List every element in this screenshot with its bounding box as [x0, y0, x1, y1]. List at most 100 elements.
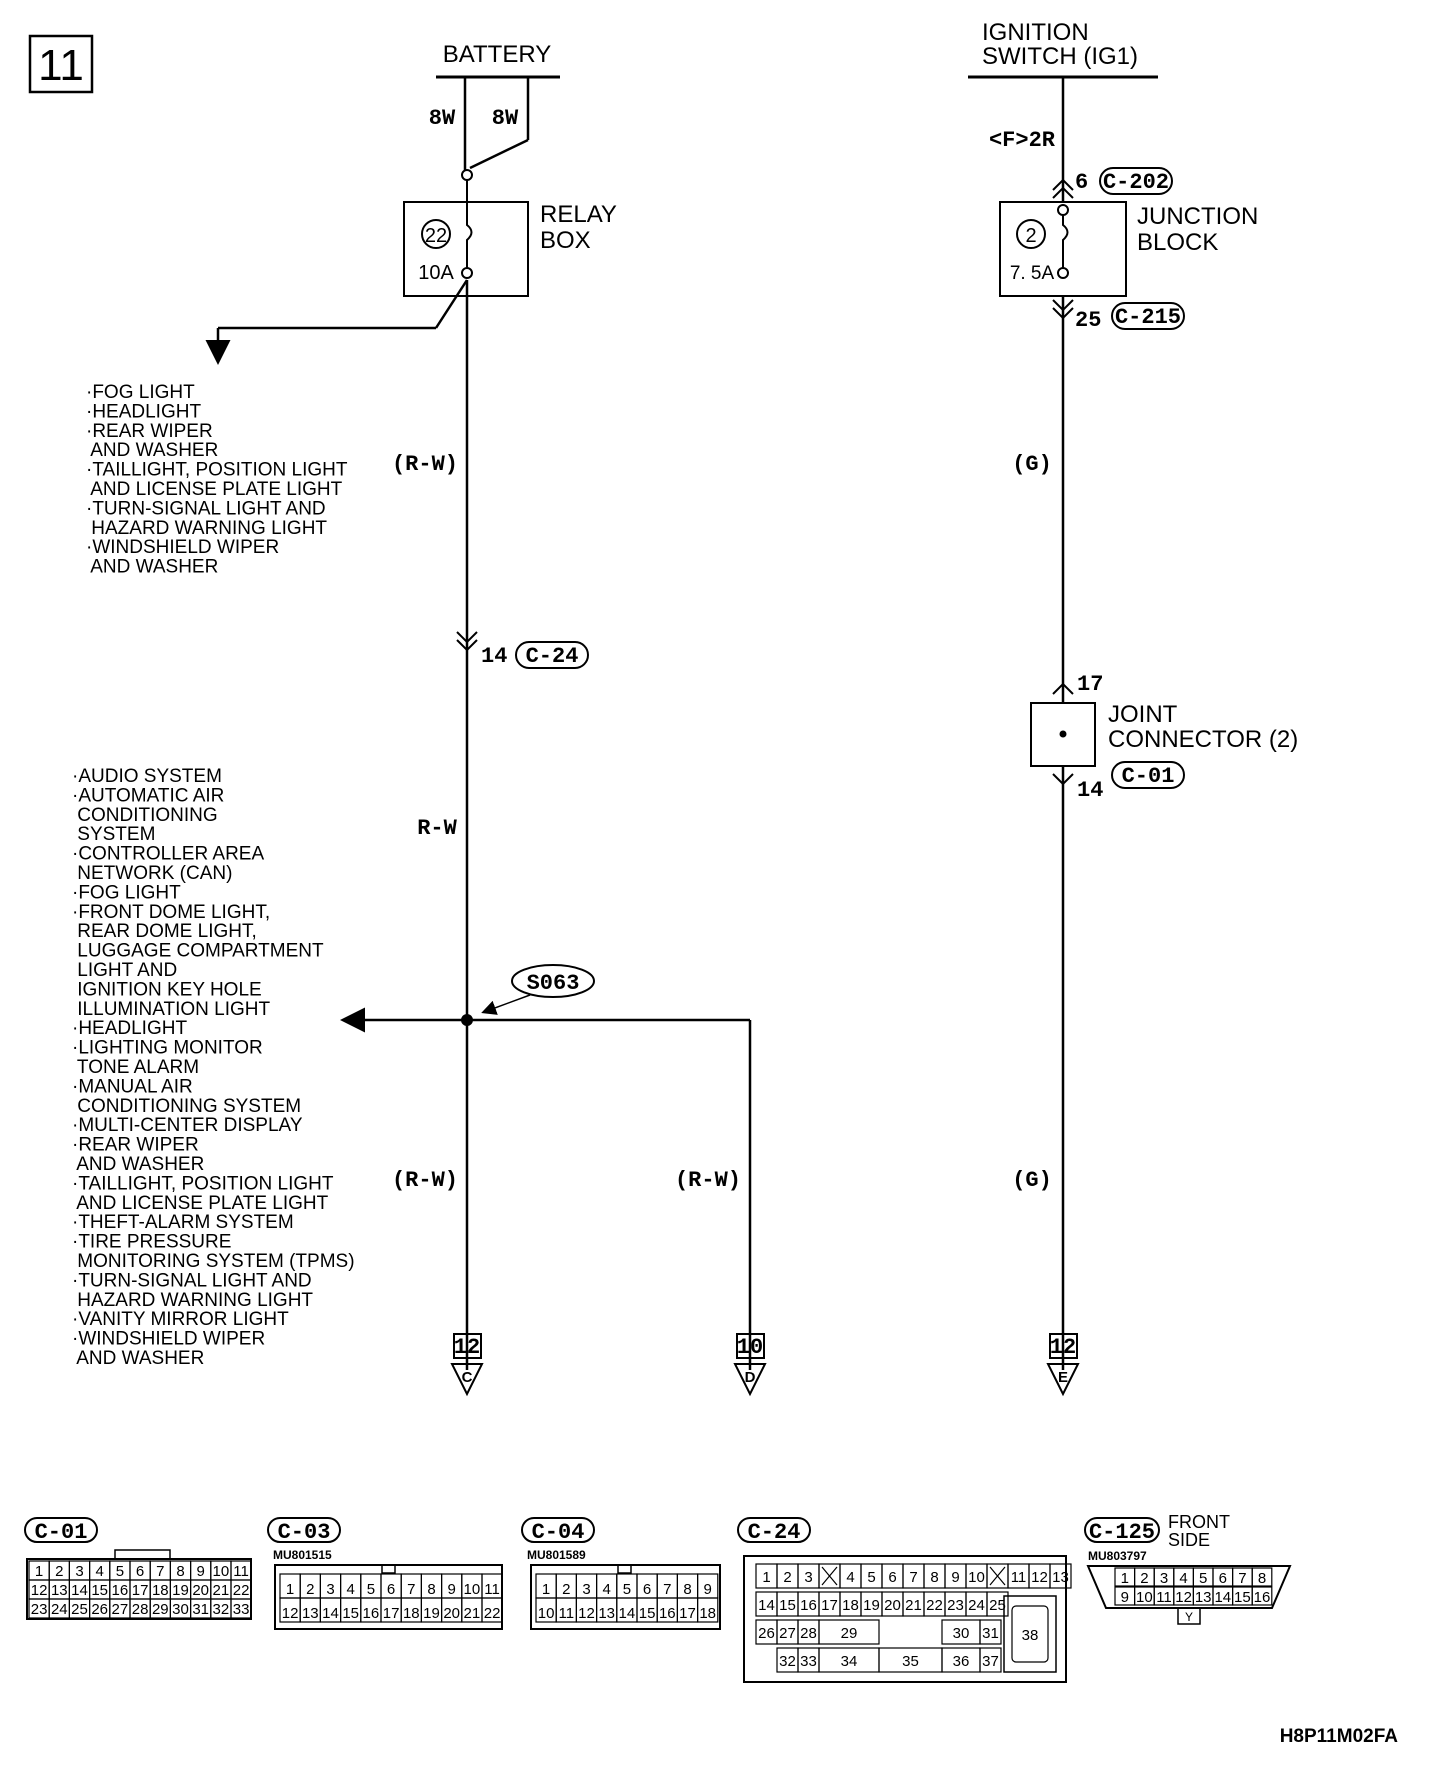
connector-c03-part: MU801515 [273, 1548, 332, 1562]
connector-c125-part: MU803797 [1088, 1549, 1147, 1563]
branch-list-item: ·FRONT DOME LIGHT, [72, 902, 270, 923]
pin-number: 2 [55, 1563, 63, 1580]
relay-fuse-amp: 10A [418, 262, 454, 284]
branch-list-item: ·FOG LIGHT [86, 382, 195, 403]
pin-number: 13 [1052, 1569, 1069, 1586]
pin-cell [986, 1591, 1009, 1617]
pin-number: 4 [1179, 1570, 1187, 1587]
pin-number: 11 [559, 1605, 575, 1622]
terminal-d-number: 10 [737, 1335, 763, 1360]
terminal-c: 12 C [450, 1333, 484, 1397]
pin-number: 31 [982, 1625, 999, 1642]
branch-list-top: ·FOG LIGHT·HEADLIGHT·REAR WIPER AND WASH… [86, 382, 348, 578]
pin-number: 8 [930, 1569, 938, 1586]
terminal-e-letter: E [1058, 1369, 1068, 1386]
branch-list-item: ·AUTOMATIC AIR [72, 785, 224, 806]
battery-label: BATTERY [443, 41, 551, 68]
pin-number: 11 [1156, 1589, 1172, 1606]
pin-number: 7 [156, 1563, 164, 1580]
pin-number: 15 [1234, 1589, 1251, 1606]
ignition-pin-bottom: 25 [1075, 308, 1101, 333]
pin-number: 10 [538, 1605, 555, 1622]
left-wire-color-3: (R-W) [392, 1168, 458, 1193]
connector-c125-note-2: SIDE [1168, 1530, 1210, 1550]
ignition-conn-top: C-202 [1103, 170, 1169, 195]
branch-list-item: AND WASHER [72, 1154, 204, 1175]
left-connector-pin: 14 [481, 644, 507, 669]
pin-number: 28 [132, 1601, 149, 1618]
branch-list-item: ILLUMINATION LIGHT [72, 999, 271, 1020]
branch-list-item: ·REAR WIPER [86, 421, 213, 442]
pin-number: 9 [951, 1569, 959, 1586]
branch-list-item: CONDITIONING SYSTEM [72, 1096, 301, 1117]
pin-number: 24 [968, 1597, 985, 1614]
pin-number: 23 [947, 1597, 964, 1614]
relay-box-label-1: RELAY [540, 201, 617, 228]
pin-number: 29 [152, 1601, 169, 1618]
pin-number: 4 [347, 1581, 355, 1598]
pin-number: 17 [679, 1605, 696, 1622]
jb-fuse-number: 2 [1025, 225, 1036, 247]
pin-number: 5 [867, 1569, 875, 1586]
battery-wire-right: 8W [492, 106, 519, 131]
connector-c125-note-1: FRONT [1168, 1512, 1230, 1532]
connector-c24-name: C-24 [748, 1520, 801, 1545]
pin-number: 8 [427, 1581, 435, 1598]
branch-list-item: ·TAILLIGHT, POSITION LIGHT [86, 460, 348, 481]
pin-number: 8 [176, 1563, 184, 1580]
pin-number: 9 [1121, 1589, 1129, 1606]
branch-list-item: MONITORING SYSTEM (TPMS) [72, 1251, 355, 1272]
branch-list-item: ·VANITY MIRROR LIGHT [72, 1309, 289, 1330]
pin-number: 36 [953, 1653, 970, 1670]
pin-number: 32 [779, 1653, 796, 1670]
jb-fuse-amp: 7. 5A [1010, 263, 1055, 284]
pin-number: 18 [403, 1605, 420, 1622]
pin-number: 25 [71, 1601, 88, 1618]
connector-c01-name: C-01 [35, 1520, 88, 1545]
pin-number: 33 [233, 1601, 250, 1618]
branch-list-item: HAZARD WARNING LIGHT [72, 1290, 313, 1311]
pin-number: 2 [1140, 1570, 1148, 1587]
connector-c125-name: C-125 [1089, 1520, 1155, 1545]
middle-wire-color: (R-W) [675, 1168, 741, 1193]
pin-number: 3 [75, 1563, 83, 1580]
jb-fuse-circle [1016, 219, 1046, 249]
pin-number: 29 [841, 1625, 858, 1642]
branch-list-item: IGNITION KEY HOLE [72, 979, 262, 1000]
pin-number: 8 [683, 1581, 691, 1598]
pin-number: 35 [902, 1653, 919, 1670]
branch-list-item: NETWORK (CAN) [72, 863, 232, 884]
junction-block-label-1: JUNCTION [1137, 203, 1258, 230]
pin-number: 12 [282, 1605, 299, 1622]
pin-number: 28 [800, 1625, 817, 1642]
connector-c03-name: C-03 [278, 1520, 331, 1545]
pin-number: 13 [598, 1605, 615, 1622]
joint-pin-top: 17 [1077, 672, 1103, 697]
pin-number: 3 [804, 1569, 812, 1586]
pin-number: 13 [51, 1582, 68, 1599]
pin-number: 30 [953, 1625, 970, 1642]
terminal-d-letter: D [745, 1369, 756, 1386]
pin-number: 16 [1254, 1589, 1271, 1606]
terminal-c-letter: C [462, 1369, 473, 1386]
branch-list-item: AND WASHER [86, 557, 218, 578]
left-wire-color-2: R-W [417, 816, 457, 841]
pin-number: 27 [779, 1625, 796, 1642]
branch-list-item: ·MULTI-CENTER DISPLAY [72, 1115, 303, 1136]
pin-number: 17 [383, 1605, 400, 1622]
pin-number: 27 [112, 1601, 129, 1618]
pin-number: 6 [1219, 1570, 1227, 1587]
branch-list-item: LIGHT AND [72, 960, 177, 981]
branch-list-item: AND WASHER [72, 1348, 204, 1369]
branch-list-item: ·CONTROLLER AREA [72, 844, 264, 865]
ignition-feed: <F>2R [989, 128, 1056, 153]
pin-number: 18 [842, 1597, 859, 1614]
pin-number: 21 [464, 1605, 481, 1622]
pin-number: 21 [905, 1597, 922, 1614]
branch-list-item: ·REAR WIPER [72, 1135, 199, 1156]
